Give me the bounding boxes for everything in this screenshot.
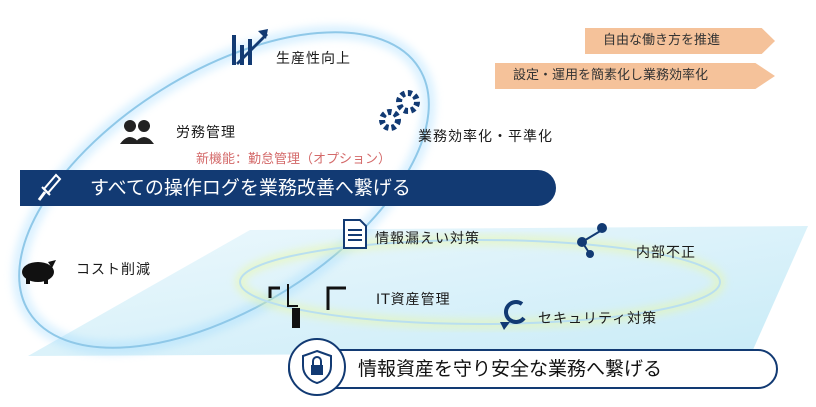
label-it-asset: IT資産管理	[376, 292, 451, 308]
it-devices-icon	[268, 284, 346, 328]
tag-simplify-ops: 設定・運用を簡素化し業務効率化	[495, 63, 775, 89]
label-efficiency: 業務効率化・平準化	[418, 129, 553, 145]
shield-lock-icon	[302, 349, 332, 385]
banner-operation-logs: すべての操作ログを業務改善へ繋げる	[20, 170, 556, 206]
tag-flexible-work: 自由な働き方を推進	[585, 28, 775, 54]
label-labor: 労務管理	[176, 125, 236, 141]
label-insider: 内部不正	[636, 245, 696, 261]
labor-icon	[120, 120, 154, 144]
label-security: セキュリティ対策	[538, 311, 658, 327]
banner-top-text: すべての操作ログを業務改善へ繋げる	[90, 177, 411, 199]
piggy-bank-icon	[22, 260, 56, 284]
productivity-icon	[232, 29, 268, 65]
label-labor-note: 新機能：勤怠管理（オプション）	[196, 152, 392, 167]
label-cost: コスト削減	[76, 262, 151, 278]
gears-icon	[379, 90, 420, 131]
banner-information-assets: 情報資産を守り安全な業務へ繋げる	[288, 349, 778, 389]
banner-bottom-text: 情報資産を守り安全な業務へ繋げる	[358, 358, 663, 380]
document-icon	[343, 219, 367, 249]
refresh-arrow-icon	[500, 300, 526, 330]
shield-badge	[288, 338, 346, 396]
sword-icon	[37, 173, 62, 201]
label-productivity: 生産性向上	[276, 51, 351, 67]
network-people-icon	[577, 223, 607, 258]
label-leak: 情報漏えい対策	[375, 231, 480, 247]
